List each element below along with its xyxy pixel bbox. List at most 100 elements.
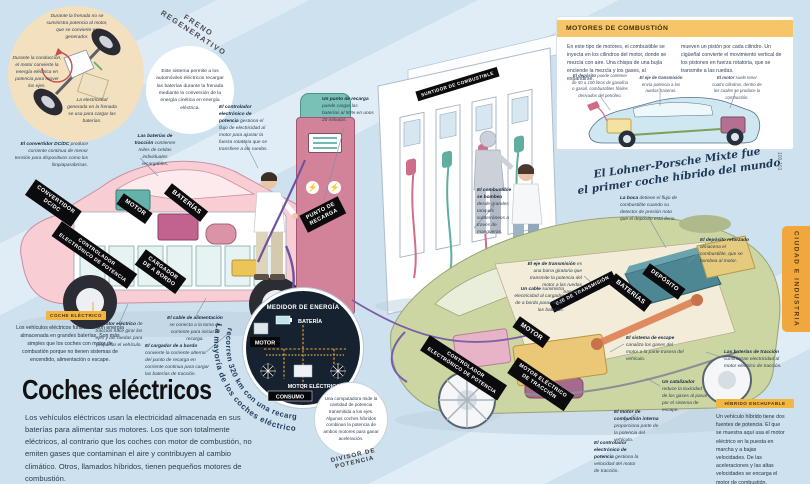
annotation-lead: Un cable (520, 287, 541, 292)
screen-title: MEDIDOR DE ENERGÍA (267, 303, 340, 311)
lightning-icon: ⚡ (328, 181, 341, 194)
annotation-lead: El combustible se bombea (477, 188, 512, 200)
annotation-text: Durante la frenada no se suministra pote… (46, 14, 108, 40)
consumo-label-bar (267, 390, 313, 402)
person-hair (518, 164, 534, 174)
motor-unit-icon (293, 364, 313, 378)
wheel-hub (623, 135, 631, 143)
annotation-text: suele tener cuatro cilindros, dentro de … (712, 75, 762, 100)
annotation-text: canaliza los gases del motor a la parte … (626, 342, 684, 362)
electric-car-tag-text: Los vehículos eléctricos funcionan con e… (16, 325, 124, 364)
hybrid-box-tag: HÍBRIDO ENCHUFABLE (716, 399, 794, 408)
annotation-motor-box: El motor suele tener cuatro cilindros, d… (711, 75, 763, 102)
section-tab-label: CIUDAD E INDUSTRIA (792, 230, 800, 328)
annotation-lead: El cable de alimentación (167, 316, 223, 321)
section-tab: CIUDAD E INDUSTRIA (782, 226, 810, 332)
arrowhead (55, 48, 63, 56)
person-leg (256, 232, 268, 274)
person-shoe (270, 274, 285, 280)
shaft-joint (591, 338, 603, 350)
annotation-lead: La boca (620, 196, 639, 201)
suv-window (632, 102, 714, 118)
energy-arrow (93, 61, 103, 71)
combustion-col2: mueven un pistón por cada cilindro. Un c… (681, 44, 782, 75)
annotation-lead: El eje de transmisión (639, 75, 683, 80)
annotation-text: se conecta a la toma de corriente para i… (169, 322, 221, 342)
annotation-deposito-reforzado: El depósito reforzado almacena el combus… (700, 238, 752, 266)
annotation-lead: El motor (717, 75, 735, 80)
person-shoe (254, 274, 269, 280)
annotation-text: desde grandes tanques subterráneos a tra… (477, 201, 509, 235)
annotation-lead: Las baterías de tracción (724, 350, 779, 355)
hybrid-box-text: Un vehículo híbrido tiene dos fuentes de… (716, 414, 785, 484)
power-split-note-text: Una computadora mide la cantidad de pote… (323, 395, 379, 441)
screen-label-bateria: BATERÍA (298, 317, 322, 325)
combustion-car-illustration (587, 96, 761, 147)
person-hair (261, 172, 277, 181)
motor-generator (63, 49, 95, 79)
annotation-text: envía potencia a las ruedas traseras. (641, 81, 681, 94)
inverter-icon (253, 322, 269, 335)
far-wheel-arch (679, 215, 731, 233)
annotation-boca: La boca detiene el flujo de combustible … (620, 196, 680, 224)
annotation-lead: El depósito (572, 73, 597, 78)
wheel-hub (731, 133, 739, 141)
person-head (479, 130, 497, 148)
annotation-lead: El cargador de a bordo (145, 344, 198, 349)
annotation-punto-recarga: Un punto de recarga puede cargar las bat… (322, 97, 376, 125)
annotation-regen-2: Durante la conducción, el motor conviert… (12, 56, 62, 91)
person-charging (253, 172, 298, 280)
annotation-baterias: Las baterías de tracción contienen miles… (130, 134, 180, 169)
annotation-text: reduce la toxicidad de los gases al pasa… (662, 386, 708, 413)
annotation-text: puede cargar las baterías al 50% en unos… (322, 103, 374, 123)
annotation-lead: Un catalizador (662, 380, 695, 385)
annotation-eje-box: El eje de transmisión envía potencia a l… (637, 75, 685, 95)
combustion-box-title: MOTORES DE COMBUSTIÓN (557, 20, 793, 37)
lightning-icon: ⚡ (306, 181, 319, 194)
annotation-catalizador: Un catalizador reduce la toxicidad de lo… (662, 380, 708, 415)
annotation-controlador-hibrido: El controlador electrónico de potencia g… (594, 441, 640, 476)
annotation-baterias-traccion: Las baterías de tracción suministran ele… (724, 350, 782, 371)
wheel-hub (718, 371, 736, 389)
page-title: Coches eléctricos (22, 374, 212, 405)
driveshaft (630, 128, 722, 136)
annotation-text: proporciona parte de la potencia del veh… (614, 423, 659, 443)
annotation-text: Durante la conducción, el motor conviert… (12, 56, 62, 89)
annotation-regen-3: La electricidad generada en la frenada s… (66, 98, 118, 126)
power-split-note-circle: Una computadora mide la cantidad de pote… (314, 382, 388, 456)
annotation-lead: El eje de transmisión (527, 262, 576, 267)
annotation-text: convierte la corriente alterna del punto… (145, 350, 209, 377)
wheel-icon (330, 363, 346, 379)
battery-tip (290, 318, 292, 322)
combustion-engines-box: MOTORES DE COMBUSTIÓN En este tipo de mo… (556, 16, 794, 150)
annotation-lead: El convertidor DC/DC (20, 142, 70, 147)
battery-pack (77, 71, 109, 101)
annotation-lead: Un punto de recarga (322, 97, 369, 102)
annotation-combustible: El combustible se bombea desde grandes t… (477, 188, 513, 237)
annotation-regen-1: Durante la frenada no se suministra pote… (44, 14, 110, 42)
power-controller (157, 213, 199, 241)
annotation-text: suministran electricidad al motor eléctr… (724, 356, 782, 369)
regen-desc-text: Este sistema permite a los automóviles e… (156, 68, 224, 111)
battery-icon (275, 315, 291, 325)
annotation-convertidor: El convertidor DC/DC produce corriente c… (14, 142, 88, 170)
energy-flow-lines (264, 325, 346, 389)
screen-label-motor-electrico: MOTOR ELÉCTRICO (288, 382, 341, 390)
screen-label-consumo: CONSUMO (276, 395, 304, 401)
person-hand (292, 213, 298, 219)
electric-car-tag: COCHE ELÉCTRICO (46, 311, 106, 320)
electric-motor (205, 223, 237, 245)
screen-label-motor: MOTOR (255, 341, 275, 347)
annotation-cable: Un cable suministra electricidad al carg… (508, 287, 564, 315)
pump-screen (308, 133, 342, 153)
annotation-cable-alimentacion: El cable de alimentación se conecta a la… (166, 316, 224, 344)
annotation-escape: El sistema de escape canaliza los gases … (626, 336, 684, 364)
fuel-nozzle-icon (587, 101, 600, 111)
annotation-motor-combustion: El motor de combustión interna proporcio… (614, 410, 662, 445)
annotation-text: La electricidad generada en la frenada s… (67, 98, 117, 124)
annotation-text: almacena el combustible, que se bombea a… (700, 244, 743, 264)
page-intro: Los vehículos eléctricos usan la electri… (25, 413, 252, 483)
annotation-lead: El sistema de escape (626, 336, 675, 341)
annotation-controlador: El controlador electrónico de potencia g… (219, 105, 271, 154)
